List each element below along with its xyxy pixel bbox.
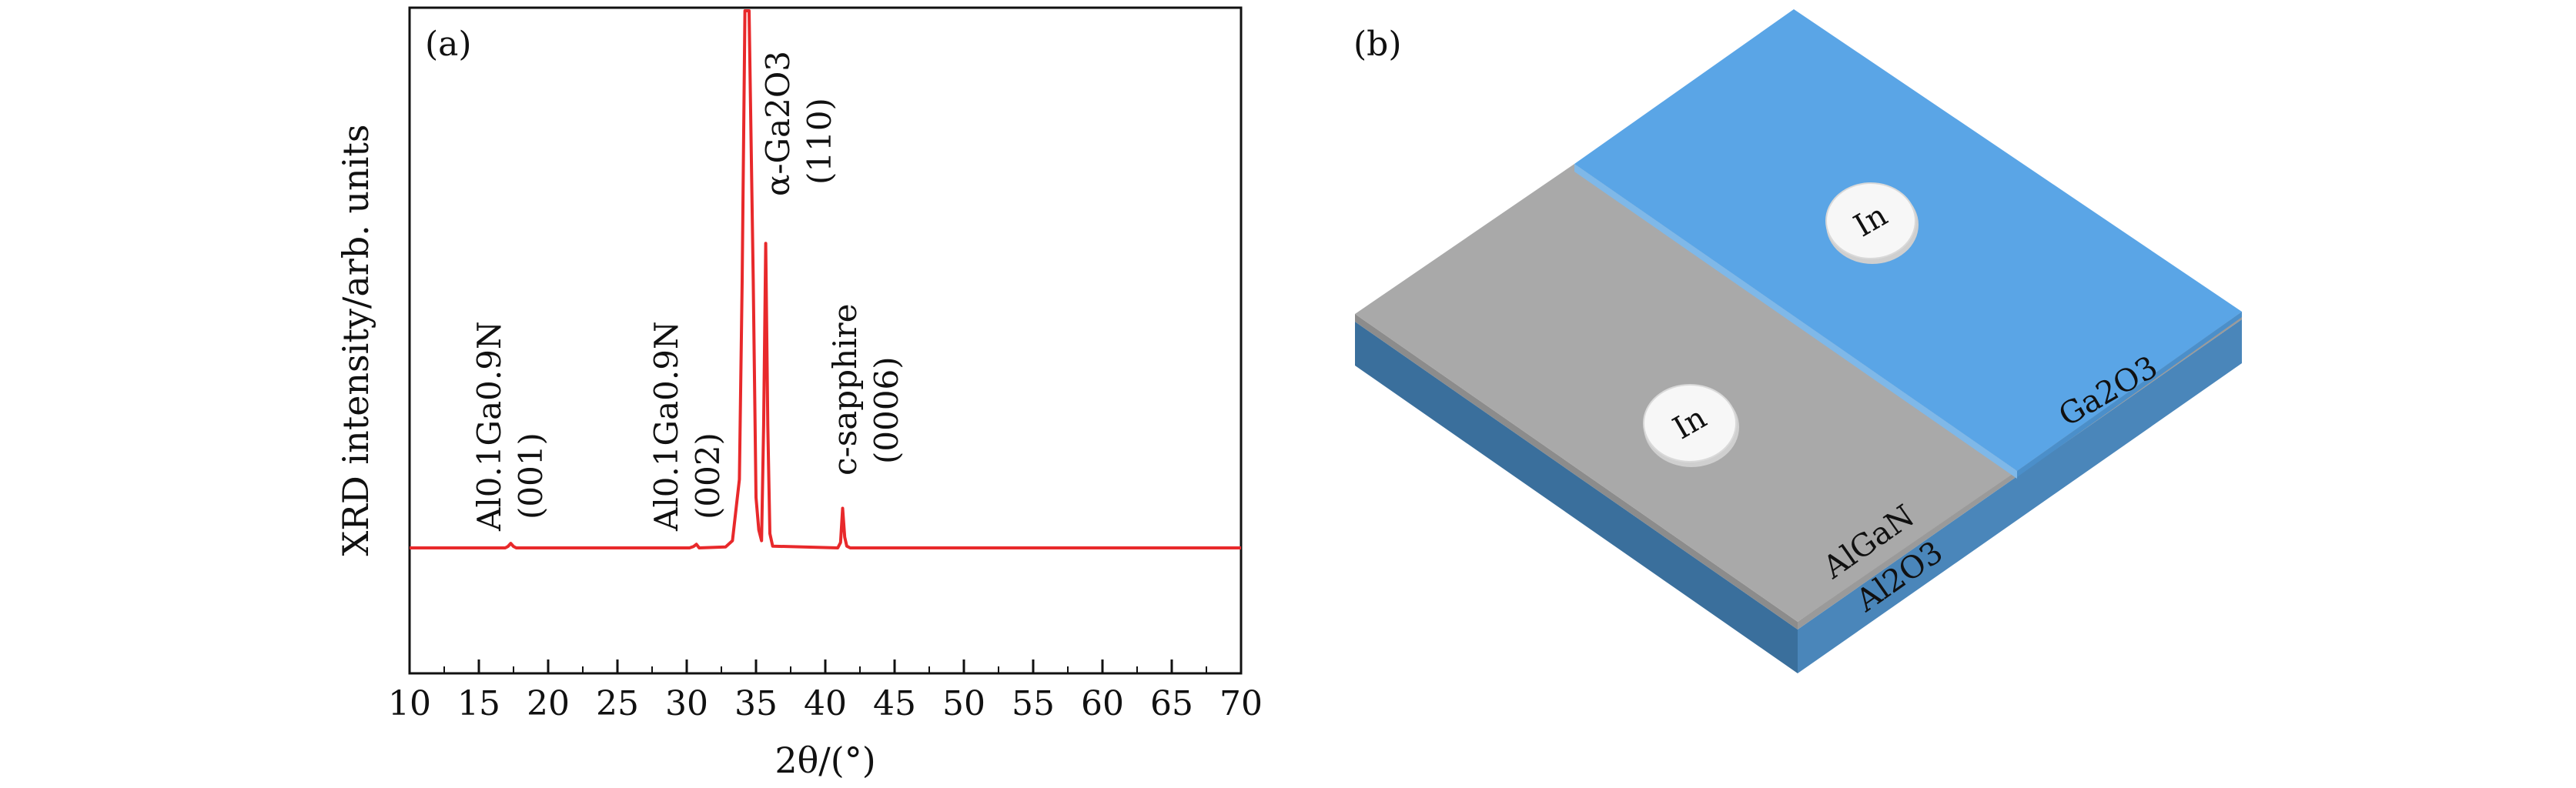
x-tick-label-25: 25 <box>596 684 639 723</box>
x-tick-label-70: 70 <box>1219 684 1263 723</box>
peak-annotation-sapphire-0006-name: c-sapphire <box>826 304 864 476</box>
panel-b: (b) In In Ga2O3 AlGaN Al2O3 <box>1353 9 2242 673</box>
peak-annotation-ga2o3-110: α-Ga2O3 (110) <box>759 51 838 196</box>
x-tick-label-40: 40 <box>804 684 847 723</box>
x-tick-label-30: 30 <box>665 684 708 723</box>
algan-edge <box>1355 314 1798 629</box>
in-contact-bottom-disc <box>1643 384 1737 462</box>
in-contact-bottom: In <box>1643 384 1739 467</box>
in-contact-top-disc <box>1825 182 1916 259</box>
x-tick-label-65: 65 <box>1150 684 1193 723</box>
peak-annotation-algan-002-index: (002) <box>689 432 727 519</box>
ga2o3-side-face <box>1574 164 2017 479</box>
x-tick-label-15: 15 <box>457 684 500 723</box>
peak-annotation-ga2o3-110-index: (110) <box>801 98 838 185</box>
peak-annotation-algan-002: Al0.1Ga0.9N (002) <box>647 321 727 532</box>
in-contact-top: In <box>1825 182 1919 264</box>
peak-annotation-sapphire-0006: c-sapphire (0006) <box>826 304 905 476</box>
x-tick-label-55: 55 <box>1012 684 1055 723</box>
peak-annotation-algan-001: Al0.1Ga0.9N (001) <box>470 321 550 532</box>
y-axis-label: XRD intensity/arb. units <box>335 124 376 556</box>
xrd-spectrum-line <box>410 9 1241 549</box>
panel-a-label: (a) <box>425 25 472 64</box>
ga2o3-right-face <box>2017 312 2242 477</box>
peak-annotation-ga2o3-110-name: α-Ga2O3 <box>759 51 797 196</box>
panel-b-label: (b) <box>1353 25 1402 64</box>
x-tick-label-50: 50 <box>942 684 985 723</box>
x-tick-label-45: 45 <box>873 684 916 723</box>
x-axis-tick-labels: 10 15 20 25 30 35 40 45 50 55 60 65 70 <box>388 684 1263 723</box>
substrate-front-face <box>1355 322 1798 673</box>
substrate-right-face <box>1798 319 2242 673</box>
peak-annotation-algan-001-name: Al0.1Ga0.9N <box>470 321 508 532</box>
x-axis-ticks <box>408 659 1243 673</box>
peak-annotation-algan-001-index: (001) <box>512 432 550 519</box>
x-tick-label-60: 60 <box>1081 684 1124 723</box>
x-tick-label-35: 35 <box>734 684 778 723</box>
x-tick-label-20: 20 <box>527 684 570 723</box>
peak-annotation-algan-002-name: Al0.1Ga0.9N <box>647 321 685 532</box>
x-axis-label: 2θ/(°) <box>774 740 875 781</box>
x-tick-label-10: 10 <box>388 684 431 723</box>
peak-annotation-sapphire-0006-index: (0006) <box>868 356 905 464</box>
panel-a: 10 15 20 25 30 35 40 45 50 55 60 65 70 (a) XRD inten… <box>335 6 1263 781</box>
